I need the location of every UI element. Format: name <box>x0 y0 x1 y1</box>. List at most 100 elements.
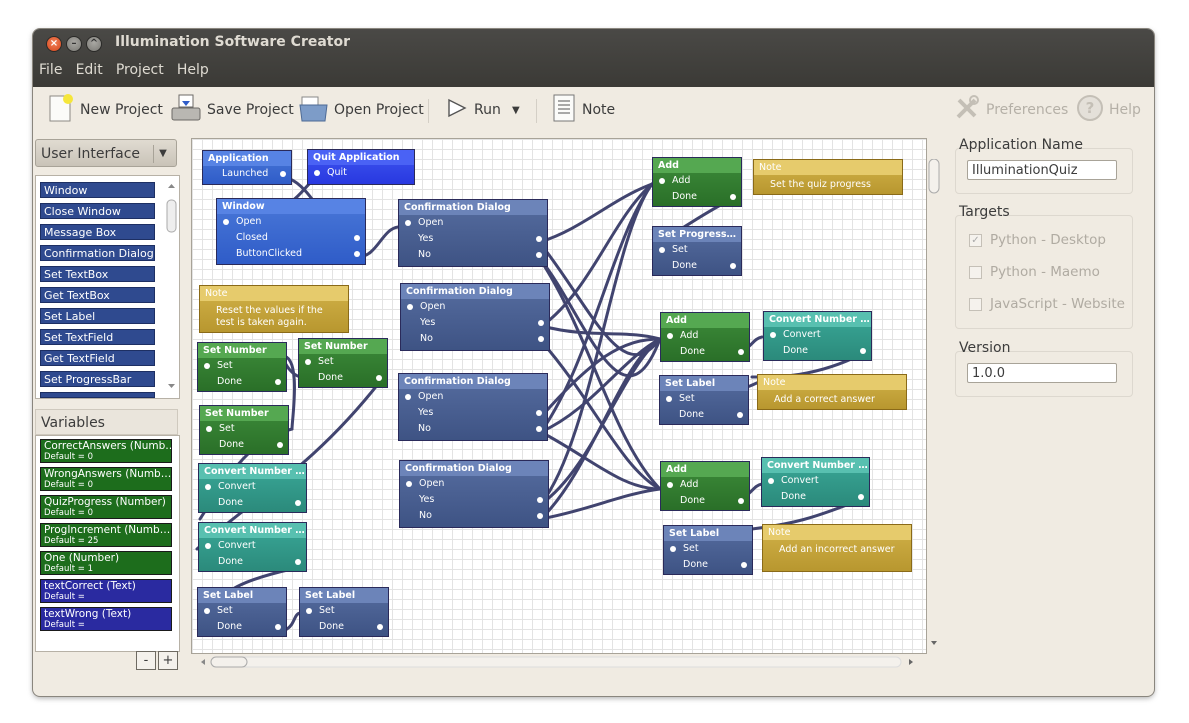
variable-item[interactable]: CorrectAnswers (Numb…Default = 0 <box>40 439 172 463</box>
target-javascript-website[interactable]: JavaScript - Website <box>969 296 1125 312</box>
menu-file[interactable]: File <box>39 62 63 78</box>
component-list-scrollbar[interactable] <box>166 182 177 392</box>
component-set-textfield[interactable]: Set TextField <box>40 329 155 345</box>
variable-item[interactable]: QuizProgress (Number)Default = 0 <box>40 495 172 519</box>
preferences-label: Preferences <box>986 102 1069 118</box>
node-confirmation-dialog[interactable]: Confirmation Dialog Open Yes No <box>399 460 549 528</box>
node-convert-number[interactable]: Convert Number … Convert Done <box>763 311 872 361</box>
new-document-icon <box>47 93 75 127</box>
help-button[interactable]: ? Help <box>1076 95 1141 125</box>
maximize-window-button[interactable]: ^ <box>86 36 102 52</box>
toolbar-separator <box>428 99 429 123</box>
remove-variable-button[interactable]: - <box>136 651 156 670</box>
variable-item[interactable]: One (Number)Default = 1 <box>40 551 172 575</box>
run-label: Run <box>474 102 501 118</box>
window-title: Illumination Software Creator <box>115 34 350 50</box>
node-window[interactable]: Window Open Closed ButtonClicked <box>216 198 366 265</box>
chevron-down-icon: ▼ <box>512 104 520 116</box>
note-quiz-progress[interactable]: Note Set the quiz progress <box>753 159 903 195</box>
node-convert-number[interactable]: Convert Number … Convert Done <box>761 457 870 507</box>
variable-item[interactable]: textWrong (Text)Default = <box>40 607 172 631</box>
node-set-number[interactable]: Set Number Set Done <box>199 405 289 455</box>
close-window-button[interactable]: × <box>46 36 62 52</box>
target-python-maemo[interactable]: Python - Maemo <box>969 264 1100 280</box>
node-add[interactable]: Add Add Done <box>660 312 750 362</box>
category-dropdown[interactable]: User Interface ▼ <box>35 139 177 167</box>
open-project-button[interactable]: Open Project <box>299 95 424 125</box>
add-variable-button[interactable]: + <box>158 651 178 670</box>
menu-edit[interactable]: Edit <box>75 62 103 78</box>
node-add[interactable]: Add Add Done <box>660 461 750 511</box>
node-set-label[interactable]: Set Label Set Done <box>197 587 287 637</box>
toolbar-separator <box>536 99 537 123</box>
node-convert-number[interactable]: Convert Number … Convert Done <box>198 463 307 513</box>
component-close-window[interactable]: Close Window <box>40 203 155 219</box>
app-name-field[interactable]: IlluminationQuiz <box>967 160 1117 180</box>
app-window: × – ^ Illumination Software Creator File… <box>33 29 1154 696</box>
component-partial <box>40 392 155 398</box>
note-reset-values[interactable]: Note Reset the values if the test is tak… <box>199 285 349 333</box>
canvas-horizontal-scrollbar[interactable] <box>199 656 915 668</box>
node-confirmation-dialog[interactable]: Confirmation Dialog Open Yes No <box>398 373 548 441</box>
variables-header: Variables <box>35 409 178 435</box>
node-add[interactable]: Add Add Done <box>652 157 742 207</box>
note-correct-answer[interactable]: Note Add a correct answer <box>757 374 907 410</box>
category-value: User Interface <box>41 146 141 162</box>
new-project-label: New Project <box>80 102 163 118</box>
note-icon <box>551 93 577 127</box>
checkbox-checked-icon: ✓ <box>969 233 982 247</box>
preferences-button[interactable]: Preferences <box>953 95 1068 125</box>
minimize-window-button[interactable]: – <box>66 36 82 52</box>
component-message-box[interactable]: Message Box <box>40 224 155 240</box>
svg-text:?: ? <box>1086 99 1095 117</box>
run-options-dropdown[interactable]: ▼ <box>512 95 520 125</box>
target-python-desktop[interactable]: ✓Python - Desktop <box>969 232 1106 248</box>
node-set-progress[interactable]: Set Progress… Set Done <box>652 226 742 276</box>
node-set-label[interactable]: Set Label Set Done <box>299 587 389 637</box>
variable-item[interactable]: ProgIncrement (Numb…Default = 25 <box>40 523 172 547</box>
save-project-button[interactable]: Save Project <box>170 93 294 127</box>
new-project-button[interactable]: New Project <box>47 93 163 127</box>
note-incorrect-answer[interactable]: Note Add an incorrect answer <box>762 524 912 572</box>
version-group <box>955 351 1133 397</box>
save-project-label: Save Project <box>207 102 294 118</box>
component-window[interactable]: Window <box>40 182 155 198</box>
targets-group <box>955 215 1133 329</box>
run-button[interactable]: Run <box>445 95 501 125</box>
checkbox-icon <box>969 265 982 279</box>
node-set-number[interactable]: Set Number Set Done <box>298 338 388 388</box>
menu-help[interactable]: Help <box>176 62 209 78</box>
version-field[interactable]: 1.0.0 <box>967 363 1117 383</box>
checkbox-icon <box>969 297 982 311</box>
node-confirmation-dialog[interactable]: Confirmation Dialog Open Yes No <box>398 199 548 267</box>
node-confirmation-dialog[interactable]: Confirmation Dialog Open Yes No <box>400 283 550 351</box>
node-set-label[interactable]: Set Label Set Done <box>659 375 749 425</box>
open-folder-icon <box>299 93 329 127</box>
component-get-textbox[interactable]: Get TextBox <box>40 287 155 303</box>
node-set-label[interactable]: Set Label Set Done <box>663 525 753 575</box>
component-set-progressbar[interactable]: Set ProgressBar <box>40 371 155 387</box>
title-bar: × – ^ Illumination Software Creator File… <box>33 29 1154 87</box>
menu-project[interactable]: Project <box>115 62 164 78</box>
variables-list: CorrectAnswers (Numb…Default = 0 WrongAn… <box>35 435 180 652</box>
variable-item[interactable]: WrongAnswers (Numb…Default = 0 <box>40 467 172 491</box>
component-set-label[interactable]: Set Label <box>40 308 155 324</box>
play-icon <box>445 96 469 124</box>
node-quit-application[interactable]: Quit Application Quit <box>307 149 415 185</box>
component-set-textbox[interactable]: Set TextBox <box>40 266 155 282</box>
app-name-label: Application Name <box>959 137 1083 153</box>
node-convert-number[interactable]: Convert Number … Convert Done <box>198 522 307 572</box>
component-get-textfield[interactable]: Get TextField <box>40 350 155 366</box>
save-drive-icon <box>170 93 202 127</box>
tools-icon <box>953 94 981 126</box>
toolbar: New Project Save Project Open Project Ru… <box>33 87 1154 133</box>
node-set-number[interactable]: Set Number Set Done <box>197 342 287 392</box>
variable-item[interactable]: textCorrect (Text)Default = <box>40 579 172 603</box>
node-application[interactable]: Application Launched <box>202 150 292 185</box>
canvas-vertical-scrollbar[interactable] <box>928 159 940 649</box>
note-label: Note <box>582 102 616 118</box>
note-button[interactable]: Note <box>551 93 616 127</box>
open-project-label: Open Project <box>334 102 424 118</box>
flow-canvas[interactable]: Application Launched Quit Application Qu… <box>191 138 927 654</box>
component-confirmation-dialog[interactable]: Confirmation Dialog <box>40 245 155 261</box>
